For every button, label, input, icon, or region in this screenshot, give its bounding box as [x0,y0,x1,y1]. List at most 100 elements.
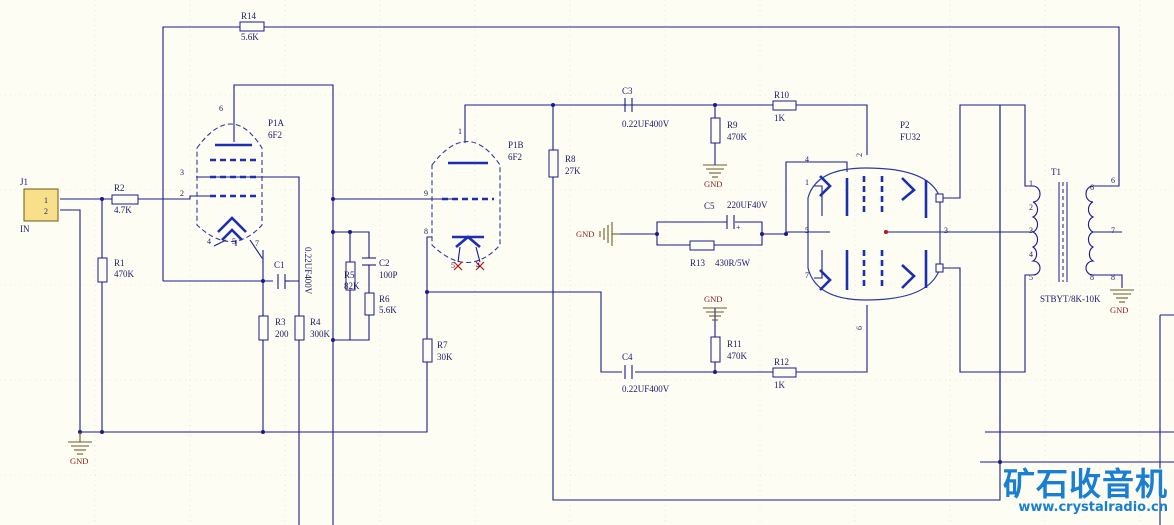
svg-text:1: 1 [805,178,809,187]
svg-text:5: 5 [232,237,236,246]
svg-text:7: 7 [255,239,259,248]
svg-text:4: 4 [1029,250,1033,259]
svg-text:82K: 82K [344,281,360,291]
svg-text:R10: R10 [774,90,790,100]
tube-p1b[interactable]: P1B 6F2 1 9 8 5 4 [424,127,524,271]
svg-text:4: 4 [805,155,809,164]
svg-text:0.22UF400V: 0.22UF400V [303,247,313,295]
svg-text:30K: 30K [437,352,453,362]
svg-text:R2: R2 [114,183,125,193]
resistor-r12[interactable]: R12 1K [772,357,797,390]
svg-text:2: 2 [180,189,184,198]
ground-symbol-3: GND [576,222,620,246]
svg-text:430R/5W: 430R/5W [715,258,751,268]
capacitor-c2[interactable]: C2 100P [362,257,398,280]
svg-text:R12: R12 [774,357,789,367]
svg-text:4.7K: 4.7K [114,205,132,215]
svg-text:8: 8 [1090,273,1094,282]
tube-p2[interactable]: P2 FU32 4 2 1 5 7 6 3 [805,120,948,330]
resistor-r6[interactable]: R6 5.6K [364,292,397,316]
svg-text:R8: R8 [565,154,576,164]
svg-text:9: 9 [424,189,428,198]
svg-text:GND: GND [704,179,722,189]
resistor-r1[interactable]: R1 470K [97,257,135,283]
ground-symbol-4: GND [703,294,727,321]
svg-text:R9: R9 [727,120,738,130]
svg-text:3: 3 [180,168,184,177]
svg-text:5: 5 [451,261,455,270]
svg-text:220UF40V: 220UF40V [727,200,768,210]
svg-text:R6: R6 [379,294,390,304]
svg-text:3: 3 [944,226,948,235]
svg-text:2: 2 [44,207,48,216]
j1-label: J1 [20,177,28,187]
svg-text:P1B: P1B [508,140,524,150]
resistor-r2[interactable]: R2 4.7K [111,183,139,215]
resistor-r3[interactable]: R3 200 [258,315,289,341]
resistor-r10[interactable]: R10 1K [772,90,797,123]
resistor-r9[interactable]: R9 470K [710,117,748,144]
svg-text:470K: 470K [727,351,748,361]
svg-text:P1A: P1A [268,118,285,128]
svg-text:+: + [736,223,741,232]
svg-text:1K: 1K [774,380,786,390]
svg-text:100P: 100P [379,270,398,280]
transformer-t1[interactable]: T1 STBYT/8K-10K 1 2 3 4 5 6 6 7 8 8 [1029,167,1115,304]
svg-text:6F2: 6F2 [508,152,522,162]
svg-text:5.6K: 5.6K [241,32,259,42]
resistor-r5[interactable]: R5 82K [344,261,360,291]
ground-symbol-2: GND [703,164,727,189]
svg-text:8: 8 [424,227,428,236]
svg-text:R4: R4 [310,317,321,327]
capacitor-c1[interactable]: C1 0.22UF400V [274,247,313,295]
svg-text:STBYT/8K-10K: STBYT/8K-10K [1040,294,1101,304]
svg-text:27K: 27K [565,166,581,176]
wires [60,26,1174,525]
svg-text:300K: 300K [310,329,331,339]
capacitor-c5[interactable]: + C5 220UF40V [704,200,768,232]
svg-text:5.6K: 5.6K [379,305,397,315]
svg-text:3: 3 [1029,226,1033,235]
svg-text:6: 6 [219,104,223,113]
watermark-url: www.crystalradio.cn [1018,500,1168,515]
tube-p1a[interactable]: P1A 6F2 6 3 2 4 5 7 [180,104,285,248]
svg-text:FU32: FU32 [900,132,921,142]
svg-text:R1: R1 [114,258,125,268]
svg-text:C4: C4 [622,352,633,362]
svg-text:6F2: 6F2 [268,130,282,140]
svg-text:8: 8 [1111,273,1115,282]
resistor-r8[interactable]: R8 27K [548,149,581,178]
resistor-r14[interactable]: R14 5.6K [239,11,265,42]
svg-text:R7: R7 [437,340,448,350]
capacitor-c4[interactable]: C4 0.22UF400V [622,352,670,394]
svg-text:1: 1 [44,196,48,205]
svg-text:2: 2 [1029,203,1033,212]
resistor-r7[interactable]: R7 30K [422,338,453,363]
ground-symbol-1: GND [68,432,92,466]
svg-text:P2: P2 [900,120,910,130]
svg-text:5: 5 [1029,273,1033,282]
svg-text:2: 2 [855,153,864,157]
svg-text:6: 6 [1090,183,1094,192]
svg-text:5: 5 [805,226,809,235]
resistor-r13[interactable]: R13 430R/5W [689,240,751,268]
resistor-r11[interactable]: R11 470K [710,336,748,363]
watermark-title: 矿石收音机 [1002,465,1168,503]
svg-text:GND: GND [704,294,722,304]
svg-text:7: 7 [805,271,809,280]
capacitor-c3[interactable]: C3 0.22UF400V [622,86,670,129]
ground-symbol-5: GND [1110,289,1134,315]
connector-j1[interactable]: 1 2 J1 IN [20,177,59,234]
svg-text:C1: C1 [274,260,285,270]
watermark: 矿石收音机 www.crystalradio.cn [1003,468,1168,516]
svg-text:R13: R13 [690,258,706,268]
svg-text:GND: GND [576,229,594,239]
svg-text:R5: R5 [344,270,355,280]
svg-text:6: 6 [855,326,864,330]
resistor-r4[interactable]: R4 300K [294,315,331,341]
in-label: IN [20,224,30,234]
svg-text:R14: R14 [241,11,257,21]
svg-text:470K: 470K [727,132,748,142]
svg-text:0.22UF400V: 0.22UF400V [622,384,670,394]
